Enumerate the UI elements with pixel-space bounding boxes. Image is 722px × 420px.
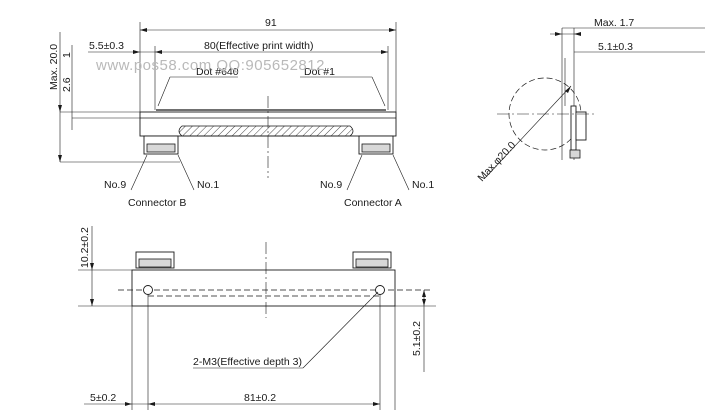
hole-offset-label: 5.1±0.2	[411, 321, 423, 356]
small-height-label: 2.6	[61, 77, 73, 92]
watermark: www.pos58.com QQ:905652812	[95, 57, 325, 74]
connector-a-no1: No.1	[412, 179, 434, 191]
hole-pitch-label: 81±0.2	[244, 392, 276, 404]
connector-a-no9: No.9	[320, 179, 342, 191]
side-offset-label: 5.1±0.3	[598, 41, 633, 53]
max-diameter-label: Max.φ20.0	[475, 139, 518, 184]
bottom-height-label: 10.2±0.2	[79, 227, 91, 268]
dot-640-label: Dot #640	[196, 66, 239, 78]
top-view: 91 80(Effective print width) 5.5±0.3 Dot…	[48, 17, 434, 209]
side-view: Max. 1.7 5.1±0.3 Max.φ20.0	[475, 17, 705, 184]
max-thickness-label: Max. 1.7	[594, 17, 634, 29]
hatched-pcb	[178, 125, 354, 137]
print-width-label: 80(Effective print width)	[204, 40, 314, 52]
connector-a-name: Connector A	[344, 197, 402, 209]
overall-width-label: 91	[265, 17, 277, 29]
max-height-label: Max. 20.0	[48, 44, 60, 90]
connector-b-no1: No.1	[197, 179, 219, 191]
dot-1-label: Dot #1	[304, 66, 335, 78]
connector-b-no9: No.9	[104, 179, 126, 191]
small-height-suffix: 1	[61, 52, 73, 58]
connector-b-name: Connector B	[128, 197, 186, 209]
mounting-hole-left	[143, 285, 153, 295]
diameter-leader	[484, 85, 572, 179]
left-offset-label: 5.5±0.3	[89, 40, 124, 52]
screw-note-leader	[302, 291, 379, 369]
base-plate	[131, 269, 396, 307]
bottom-view: 10.2±0.2 5.1±0.2 2-M3(Effective depth 3)…	[78, 226, 436, 410]
screw-note-label: 2-M3(Effective depth 3)	[193, 356, 302, 368]
left-edge-label: 5±0.2	[90, 392, 116, 404]
